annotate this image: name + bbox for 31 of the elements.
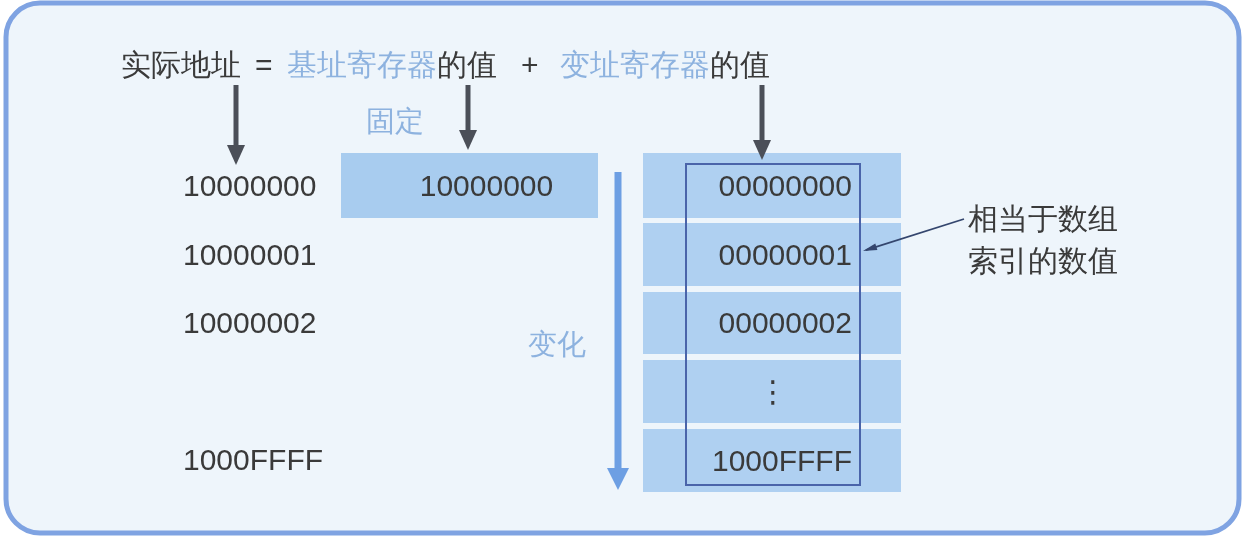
hex-value: 00000000 [718,167,852,204]
address-value: 1000FFFF [183,442,324,478]
register-name: 变址寄存器 [560,48,710,81]
memory-cell [643,429,901,492]
hex-value: 10000000 [419,167,554,204]
annotation: 固定 [366,104,424,139]
ellipsis-text: ⋮ [758,373,788,410]
register-name: 基址寄存器 [287,48,437,81]
register-box [341,153,598,218]
operator-sign: = [255,47,273,83]
address-value: 10000002 [183,305,317,341]
hex-value: 00000002 [718,305,852,341]
formula-text: 的值 [437,48,497,81]
memory-cell [643,292,901,354]
formula-term: 实际地址 [121,47,241,83]
hex-value: 00000001 [718,236,852,273]
formula-text: 的值 [710,48,770,81]
address-value: 10000001 [183,237,317,273]
arrow [459,85,477,150]
note-text: 相当于数组索引的数值 [968,198,1130,282]
index-frame [685,163,861,486]
arrow [753,85,771,160]
memory-cell [643,223,901,286]
hex-value: 1000FFFF [711,442,852,479]
annotation: 变化 [528,327,586,362]
memory-cell [643,360,901,423]
leader-arrow [863,218,965,251]
arrow [227,85,245,165]
operator-sign: + [521,47,539,83]
memory-cell [643,153,901,218]
address-value: 10000000 [183,168,317,204]
